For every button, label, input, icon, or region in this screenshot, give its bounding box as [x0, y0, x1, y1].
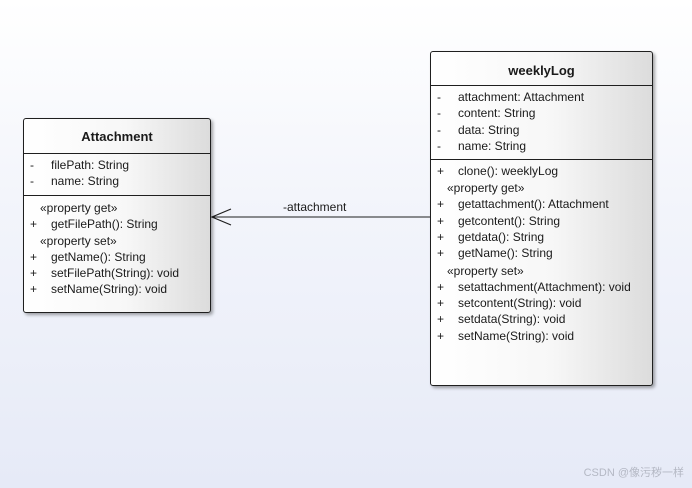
visibility-marker: -	[437, 138, 441, 153]
class-name: Attachment	[24, 119, 210, 154]
stereotype-property-get: «property get»	[447, 181, 525, 196]
attribute-row[interactable]: - content: String	[431, 105, 652, 121]
attribute-text: name: String	[458, 138, 527, 153]
visibility-marker: +	[437, 164, 445, 179]
visibility-marker: -	[30, 174, 34, 189]
operation-text: getdata(): String	[458, 230, 545, 245]
operations-compartment: + clone(): weeklyLog «property get» + geta…	[431, 160, 652, 349]
attribute-text: filePath: String	[51, 158, 130, 172]
visibility-marker: +	[437, 295, 445, 310]
watermark: CSDN @像污秽一样	[583, 467, 684, 479]
operation-row[interactable]: + getFilePath(): String	[24, 216, 210, 232]
attributes-compartment: - attachment: Attachment - content: String…	[431, 86, 652, 161]
operation-row[interactable]: + getattachment(): Attachment	[431, 196, 652, 212]
visibility-marker: +	[437, 197, 445, 212]
navigability-arrowhead-icon	[210, 208, 232, 226]
operation-text: getName(): String	[458, 246, 553, 261]
operation-text: getFilePath(): String	[51, 216, 158, 231]
operation-text: setName(String): void	[51, 282, 168, 297]
operation-text: setattachment(Attachment): void	[458, 279, 631, 294]
operation-text: getcontent(): String	[458, 213, 561, 228]
visibility-marker: -	[437, 106, 441, 121]
operation-row[interactable]: + setName(String): void	[24, 281, 210, 297]
operation-text: setdata(String): void	[458, 312, 566, 327]
visibility-marker: +	[30, 282, 38, 297]
visibility-marker: -	[30, 158, 34, 172]
visibility-marker: +	[437, 279, 445, 294]
attribute-row[interactable]: - name: String	[431, 138, 652, 154]
operation-row[interactable]: + setcontent(String): void	[431, 295, 652, 311]
attribute-text: attachment: Attachment	[458, 90, 585, 104]
attribute-row[interactable]: - filePath: String	[24, 157, 210, 173]
attribute-row[interactable]: - data: String	[431, 122, 652, 138]
visibility-marker: -	[437, 122, 441, 137]
attributes-compartment: - filePath: String - name: String	[24, 154, 210, 196]
operation-text: setcontent(String): void	[458, 295, 582, 310]
operation-text: getName(): String	[51, 249, 146, 264]
stereotype-property-get: «property get»	[40, 200, 118, 215]
operation-row[interactable]: + getcontent(): String	[431, 213, 652, 229]
visibility-marker: +	[437, 328, 445, 343]
visibility-marker: +	[30, 249, 38, 264]
operation-row[interactable]: + setName(String): void	[431, 328, 652, 344]
operation-row[interactable]: + setFilePath(String): void	[24, 265, 210, 281]
class-name: weeklyLog	[431, 52, 652, 86]
visibility-marker: +	[30, 216, 38, 231]
class-attachment[interactable]: Attachment - filePath: String - name: Stri…	[23, 118, 211, 313]
attribute-text: name: String	[51, 174, 120, 189]
visibility-marker: +	[437, 213, 445, 228]
operation-row[interactable]: + getName(): String	[431, 245, 652, 261]
operation-row[interactable]: + setattachment(Attachment): void	[431, 279, 652, 295]
attribute-text: content: String	[458, 106, 536, 121]
attribute-row[interactable]: - attachment: Attachment	[431, 89, 652, 105]
operations-compartment: «property get» + getFilePath(): String «p…	[24, 196, 210, 303]
visibility-marker: +	[437, 230, 445, 245]
visibility-marker: -	[437, 90, 441, 104]
visibility-marker: +	[437, 246, 445, 261]
operation-text: setFilePath(String): void	[51, 266, 180, 281]
attribute-text: data: String	[458, 122, 520, 137]
operation-text: getattachment(): Attachment	[458, 197, 609, 212]
operation-row[interactable]: + getdata(): String	[431, 229, 652, 245]
attribute-row[interactable]: - name: String	[24, 173, 210, 189]
operation-text: clone(): weeklyLog	[458, 164, 559, 179]
visibility-marker: +	[437, 312, 445, 327]
operation-row[interactable]: + setdata(String): void	[431, 311, 652, 327]
stereotype-property-set: «property set»	[40, 233, 117, 248]
stereotype-property-set: «property set»	[447, 263, 524, 278]
association-role-label: -attachment	[283, 200, 347, 214]
operation-row[interactable]: + getName(): String	[24, 249, 210, 265]
visibility-marker: +	[30, 266, 38, 281]
class-weeklylog[interactable]: weeklyLog - attachment: Attachment - conte…	[430, 51, 653, 386]
operation-row[interactable]: + clone(): weeklyLog	[431, 163, 652, 179]
operation-text: setName(String): void	[458, 328, 575, 343]
